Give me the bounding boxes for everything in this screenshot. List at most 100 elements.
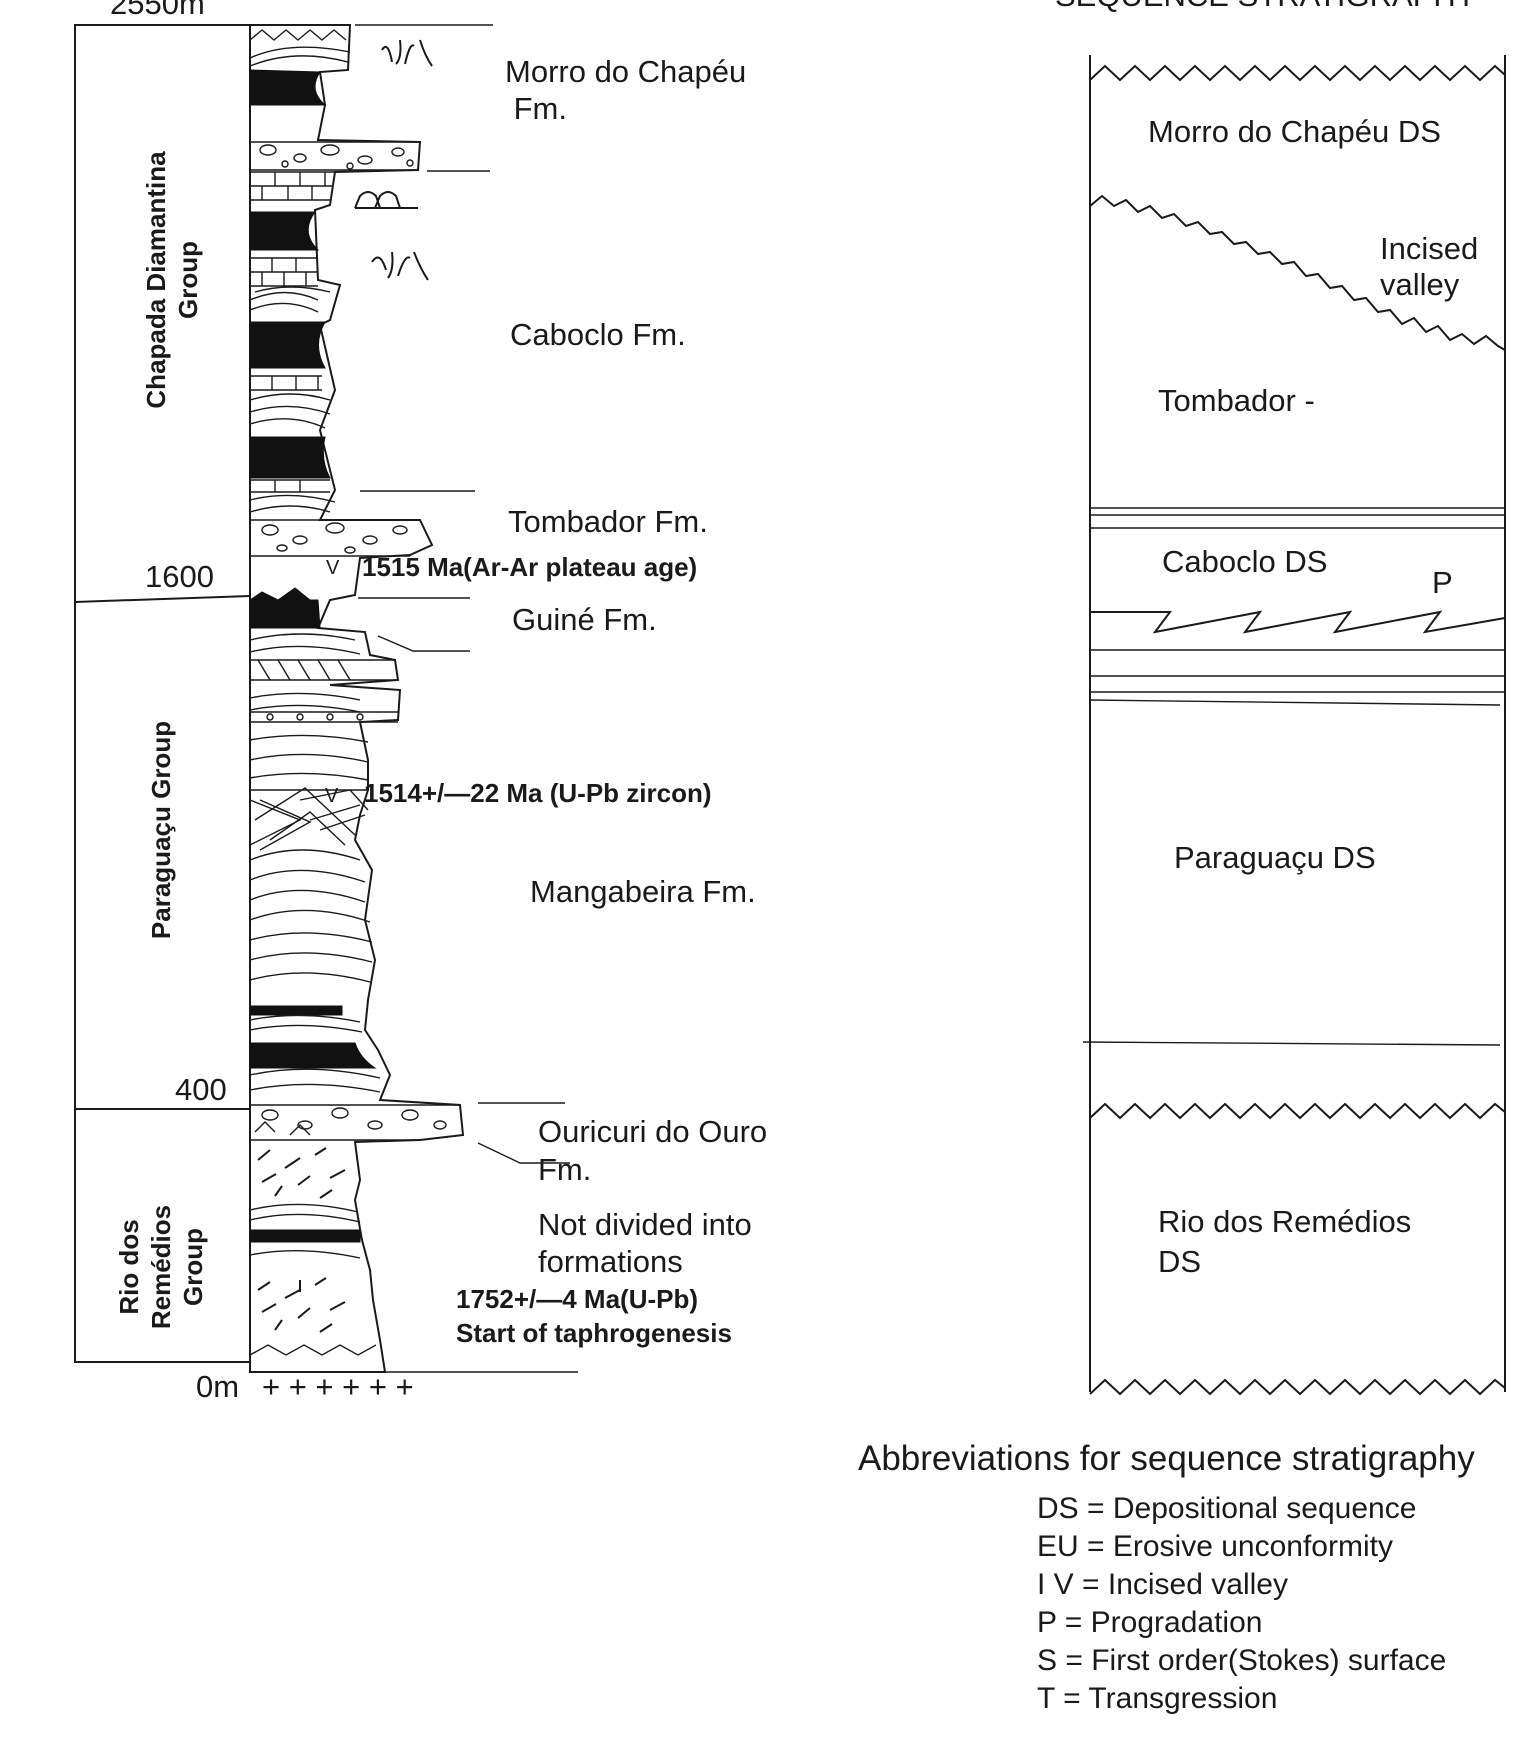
black-bed-8 bbox=[249, 1229, 361, 1243]
sequence-unit-label-6: Paraguaçu DS bbox=[1174, 840, 1376, 875]
age-label-3: 1752+/—4 Ma(U-Pb) Start of taphrogenesis bbox=[456, 1284, 732, 1348]
sequence-unit-label-4-line-1: Caboclo DS bbox=[1162, 544, 1327, 579]
age-labels: 1515 Ma(Ar-Ar plateau age) 1514+/—22 Ma (… bbox=[362, 552, 732, 1348]
age-label-1: 1515 Ma(Ar-Ar plateau age) bbox=[362, 552, 697, 582]
herringbone-beds bbox=[249, 787, 369, 851]
erosive-unconformity-base bbox=[1089, 1378, 1506, 1396]
tick-1600: 1600 bbox=[145, 559, 214, 594]
conglomerate-2 bbox=[250, 519, 420, 557]
formation-label-3: Tombador Fm. bbox=[508, 504, 708, 539]
sequence-header: SEQUENCE STRATIGRAPHY bbox=[1055, 0, 1476, 13]
formation-boundary-lines bbox=[355, 24, 578, 1373]
volcanic-v-mark-1: V bbox=[326, 557, 340, 579]
black-bed-7 bbox=[249, 1042, 377, 1069]
incised-valley-surface bbox=[1089, 194, 1506, 351]
abbreviation-item: I V = Incised valley bbox=[1037, 1568, 1288, 1601]
volcanic-dashes bbox=[257, 1147, 346, 1333]
sand-bands bbox=[250, 659, 398, 723]
age-label-3-line-2: Start of taphrogenesis bbox=[456, 1318, 732, 1348]
formation-label-6-line-2: Fm. bbox=[538, 1152, 591, 1187]
black-bed-5 bbox=[249, 587, 321, 629]
formation-labels: Morro do Chapéu Fm. Caboclo Fm. Tombador F… bbox=[505, 54, 767, 1279]
volcanic-v-mark-2: V bbox=[325, 785, 339, 807]
formation-label-4: Guiné Fm. bbox=[512, 602, 657, 637]
column-base-zigzag bbox=[249, 1344, 377, 1356]
formation-label-2: Caboclo Fm. bbox=[510, 317, 686, 352]
formation-label-7-line-1: Not divided into bbox=[538, 1207, 752, 1242]
sequence-unit-label-6-line-1: Paraguaçu DS bbox=[1174, 840, 1376, 875]
sequence-unit-label-7-line-2: DS bbox=[1158, 1244, 1201, 1279]
formation-label-1-line-1: Morro do Chapéu bbox=[505, 54, 746, 89]
black-bed-2 bbox=[249, 211, 320, 251]
sequence-unit-label-2-line-2: valley bbox=[1380, 267, 1460, 302]
stromatolite-symbol-2 bbox=[371, 251, 429, 281]
sequence-unit-label-3: Tombador - bbox=[1158, 383, 1315, 418]
conglomerate-1 bbox=[250, 141, 420, 171]
black-bed-3 bbox=[249, 321, 326, 369]
group-label-3-line-2: Remédios bbox=[146, 1205, 176, 1329]
group-label-1: Chapada DiamantinaGroup bbox=[141, 151, 203, 409]
stromatolite-symbol-1 bbox=[381, 39, 433, 67]
black-bed-1 bbox=[249, 69, 327, 106]
abbreviations-title: Abbreviations for sequence stratigraphy bbox=[858, 1439, 1475, 1478]
cross-bed-top bbox=[249, 46, 351, 67]
formation-label-5-line-1: Mangabeira Fm. bbox=[530, 874, 756, 909]
sequence-unit-label-5-line-1: P bbox=[1432, 565, 1453, 600]
erosive-unconformity-middle bbox=[1089, 1102, 1506, 1120]
sequence-line-8 bbox=[1082, 1041, 1501, 1046]
black-bed-4 bbox=[249, 436, 331, 479]
abbreviation-item: DS = Depositional sequence bbox=[1037, 1492, 1416, 1525]
age-label-2-line-1: 1514+/—22 Ma (U-Pb zircon) bbox=[364, 778, 712, 808]
formation-label-3-line-1: Tombador Fm. bbox=[508, 504, 708, 539]
abbreviation-items: DS = Depositional sequence EU = Erosive u… bbox=[1037, 1492, 1446, 1715]
age-label-1-line-1: 1515 Ma(Ar-Ar plateau age) bbox=[362, 552, 697, 582]
abbreviation-item: P = Progradation bbox=[1037, 1606, 1262, 1639]
abbreviation-item: EU = Erosive unconformity bbox=[1037, 1530, 1393, 1563]
abbreviation-item: T = Transgression bbox=[1037, 1682, 1277, 1715]
formation-label-2-line-1: Caboclo Fm. bbox=[510, 317, 686, 352]
erosive-unconformity-top bbox=[1089, 64, 1506, 82]
progradation-surface bbox=[1090, 610, 1506, 634]
top-depth-label: 2550m bbox=[110, 0, 205, 21]
formation-label-6-line-1: Ouricuri do Ouro bbox=[538, 1114, 767, 1149]
sequence-line-7 bbox=[1089, 699, 1501, 706]
formation-label-5: Mangabeira Fm. bbox=[530, 874, 756, 909]
conglomerate-3 bbox=[250, 1104, 460, 1141]
stratigraphic-column: V V 2550m 1600 400 0m + + + + + + Chapad… bbox=[74, 0, 767, 1404]
abbreviations-legend: Abbreviations for sequence stratigraphy … bbox=[858, 1439, 1475, 1715]
group-label-3: Rio dosRemédiosGroup bbox=[114, 1205, 208, 1329]
group-label-2-line-1: Paraguaçu Group bbox=[146, 721, 176, 939]
basement-symbols: + + + + + + bbox=[262, 1369, 414, 1404]
black-bed-6 bbox=[249, 1005, 343, 1016]
tidal-symbol bbox=[354, 191, 418, 209]
sequence-unit-label-4: Caboclo DS bbox=[1162, 544, 1327, 579]
sequence-unit-label-2-line-1: Incised bbox=[1380, 231, 1478, 266]
column-top-zigzag bbox=[249, 29, 347, 41]
group-label-2: Paraguaçu Group bbox=[146, 721, 176, 939]
formation-label-1: Morro do Chapéu Fm. bbox=[505, 54, 746, 126]
group-divider-upper bbox=[74, 595, 251, 603]
sequence-unit-label-5: P bbox=[1432, 565, 1453, 600]
sequence-unit-label-1-line-1: Morro do Chapéu DS bbox=[1148, 114, 1441, 149]
formation-label-1-line-2: Fm. bbox=[505, 91, 567, 126]
sequence-unit-label-1: Morro do Chapéu DS bbox=[1148, 114, 1441, 149]
age-label-3-line-1: 1752+/—4 Ma(U-Pb) bbox=[456, 1284, 698, 1314]
tick-0m: 0m bbox=[196, 1369, 239, 1404]
sequence-stratigraphy-panel: SEQUENCE STRATIGRAPHY Morro do Chapéu DS… bbox=[1055, 0, 1506, 1396]
age-label-2: 1514+/—22 Ma (U-Pb zircon) bbox=[364, 778, 712, 808]
formation-label-4-line-1: Guiné Fm. bbox=[512, 602, 657, 637]
group-label-1-line-1: Chapada Diamantina bbox=[141, 151, 171, 409]
trough-cross-beds bbox=[249, 286, 381, 1259]
group-label-3-line-3: Group bbox=[178, 1228, 208, 1306]
group-label-3-line-1: Rio dos bbox=[114, 1219, 144, 1314]
limestone-beds bbox=[250, 171, 335, 493]
tick-400: 400 bbox=[175, 1072, 227, 1107]
